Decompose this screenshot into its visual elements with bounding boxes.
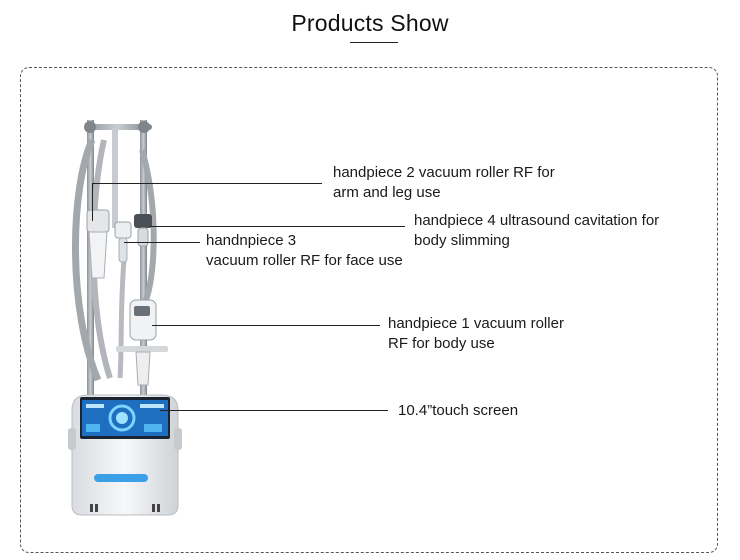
title-underline xyxy=(350,42,398,43)
leader-line-handpiece-3 xyxy=(124,242,200,243)
leader-line-screen xyxy=(160,410,388,411)
top-bar xyxy=(84,124,152,130)
cable xyxy=(117,259,127,379)
light-strip xyxy=(94,474,148,482)
support-pole-right xyxy=(140,120,147,400)
leader-line-handpiece-4 xyxy=(150,226,405,227)
product-frame xyxy=(20,67,718,553)
touch-screen xyxy=(80,397,170,439)
cable xyxy=(72,138,102,382)
device-illustration xyxy=(68,120,182,516)
leader-line-handpiece-2-vertical xyxy=(92,183,93,221)
label-handpiece-1: handpiece 1 vacuum roller RF for body us… xyxy=(388,315,564,352)
handpiece-4-icon xyxy=(134,214,152,247)
label-handpiece-3: handnpiece 3 vacuum roller RF for face u… xyxy=(206,232,403,269)
handpiece-3-icon xyxy=(114,221,132,263)
label-handpiece-4: handpiece 4 ultrasound cavitation for bo… xyxy=(414,212,660,249)
cable xyxy=(139,149,157,310)
leader-line-handpiece-2 xyxy=(92,183,322,184)
page-title: Products Show xyxy=(291,10,449,36)
leader-line-handpiece-1 xyxy=(152,325,380,326)
label-handpiece-2: handpiece 2 vacuum roller RF for arm and… xyxy=(333,164,555,201)
label-touch-screen: 10.4”touch screen xyxy=(398,402,519,419)
handpiece-1-icon xyxy=(116,299,168,386)
